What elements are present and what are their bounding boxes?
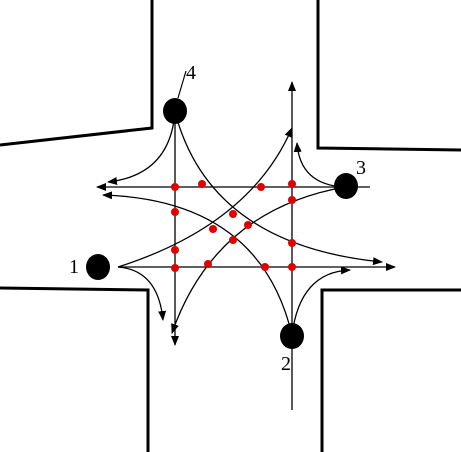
path-3-left xyxy=(171,186,346,334)
conflict-point xyxy=(204,260,212,268)
vehicle-3 xyxy=(334,173,358,199)
conflict-point xyxy=(171,264,179,272)
conflict-point xyxy=(261,263,269,271)
curb-top-right xyxy=(316,0,461,152)
conflict-point xyxy=(288,239,296,247)
approach-label-3: 3 xyxy=(356,157,366,179)
path-2-left xyxy=(102,191,293,336)
vehicle-4 xyxy=(163,98,187,124)
conflict-point xyxy=(288,196,296,204)
path-4-left xyxy=(174,111,383,266)
path-1-right xyxy=(117,266,167,321)
conflict-point xyxy=(209,225,217,233)
conflict-point xyxy=(198,180,206,188)
conflict-point xyxy=(171,246,179,254)
conflict-point xyxy=(229,236,237,244)
vehicle-1 xyxy=(86,254,110,280)
label-4-pointer xyxy=(177,70,187,99)
right-turn-paths xyxy=(107,111,351,336)
left-turn-paths xyxy=(102,111,383,336)
conflict-point xyxy=(171,208,179,216)
path-1-left xyxy=(117,127,293,268)
curb-top-left xyxy=(0,0,154,147)
approach-label-2: 2 xyxy=(281,353,291,375)
conflict-point xyxy=(288,180,296,188)
path-2-right xyxy=(291,266,351,336)
conflict-point xyxy=(171,183,179,191)
approach-label-1: 1 xyxy=(69,256,79,278)
through-paths xyxy=(96,81,396,410)
vehicle-2 xyxy=(280,323,304,349)
path-4-right xyxy=(107,111,176,185)
conflict-point xyxy=(257,183,265,191)
conflict-point xyxy=(229,210,237,218)
vehicles xyxy=(86,98,358,349)
curb-bottom-right xyxy=(320,288,461,452)
curb-bottom-left xyxy=(0,286,150,452)
conflict-points xyxy=(171,180,296,272)
conflict-point xyxy=(244,221,252,229)
approach-label-4: 4 xyxy=(186,62,196,84)
conflict-point xyxy=(288,263,296,271)
